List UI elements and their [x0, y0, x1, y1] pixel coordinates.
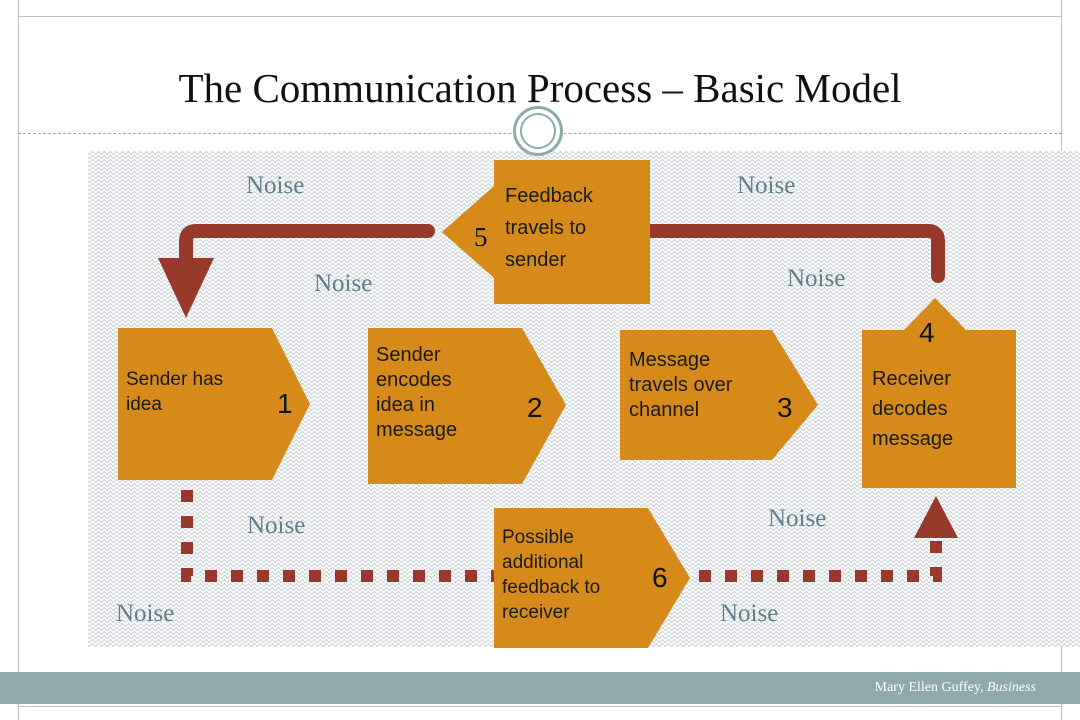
- noise-label: Noise: [720, 600, 779, 627]
- footer-author: Mary Ellen Guffey,: [874, 680, 987, 695]
- step-2-line: idea in: [376, 394, 435, 416]
- step-2-text: Sender encodes idea in message: [376, 343, 457, 443]
- step-3-number: 3: [777, 392, 793, 423]
- step-4-number: 4: [919, 317, 935, 348]
- step-6-number: 6: [652, 562, 668, 593]
- step-6-line: additional: [502, 552, 584, 573]
- step-3-line: Message: [629, 349, 711, 371]
- step-4-text: Receiver decodes message: [872, 364, 953, 454]
- step-4-box: [862, 298, 1016, 488]
- step-4-line: decodes: [872, 398, 948, 420]
- step-5-number: 5: [474, 222, 488, 252]
- step-5-line: sender: [505, 249, 567, 271]
- frame-top-line: [18, 16, 1062, 17]
- footer-bar: [0, 672, 1080, 704]
- step-2-box: [368, 328, 566, 484]
- step-1-line: idea: [126, 394, 162, 415]
- step-3-box: [620, 330, 818, 460]
- noise-label: Noise: [116, 600, 175, 627]
- slide-title: The Communication Process – Basic Model: [178, 65, 902, 111]
- additional-feedback-arrow-head: [914, 496, 958, 538]
- noise-label: Noise: [787, 265, 846, 292]
- step-1-line: Sender has: [126, 369, 224, 390]
- step-5-box: [442, 160, 650, 304]
- step-5-line: travels to: [505, 217, 587, 239]
- noise-label: Noise: [246, 172, 305, 199]
- noise-label: Noise: [247, 512, 306, 539]
- step-5-line: Feedback: [505, 185, 593, 207]
- noise-label: Noise: [737, 172, 796, 199]
- step-1-number: 1: [277, 388, 293, 419]
- step-3-line: travels over: [629, 374, 733, 396]
- step-3-line: channel: [629, 399, 700, 421]
- step-6-line: feedback to: [502, 577, 601, 598]
- step-6-box: [494, 508, 690, 648]
- step-6-text: Possible additional feedback to receiver: [502, 525, 600, 625]
- noise-label: Noise: [314, 270, 373, 297]
- feedback-arrow-head: [158, 258, 214, 318]
- step-3-text: Message travels over channel: [629, 348, 732, 423]
- footer-citation: Mary Ellen Guffey, Business: [875, 680, 1036, 696]
- frame-bottom-line: [18, 706, 1062, 707]
- step-4-line: message: [872, 428, 954, 450]
- step-4-line: Receiver: [872, 368, 951, 390]
- feedback-arrow-path: [645, 224, 945, 283]
- step-2-number: 2: [527, 392, 543, 423]
- step-1-box: [118, 328, 310, 480]
- decorative-ring-inner-icon: [520, 113, 556, 149]
- step-2-line: message: [376, 419, 458, 441]
- step-6-line: Possible: [502, 527, 574, 548]
- step-5-text: Feedback travels to sender: [505, 180, 593, 276]
- noise-label: Noise: [768, 505, 827, 532]
- feedback-arrow-return-path: [179, 224, 435, 265]
- step-2-line: encodes: [376, 369, 452, 391]
- footer-title: Business: [987, 680, 1036, 695]
- step-1-text: Sender has idea: [126, 367, 223, 417]
- step-6-line: receiver: [502, 602, 570, 623]
- step-2-line: Sender: [376, 344, 441, 366]
- frame-left-line: [18, 0, 19, 720]
